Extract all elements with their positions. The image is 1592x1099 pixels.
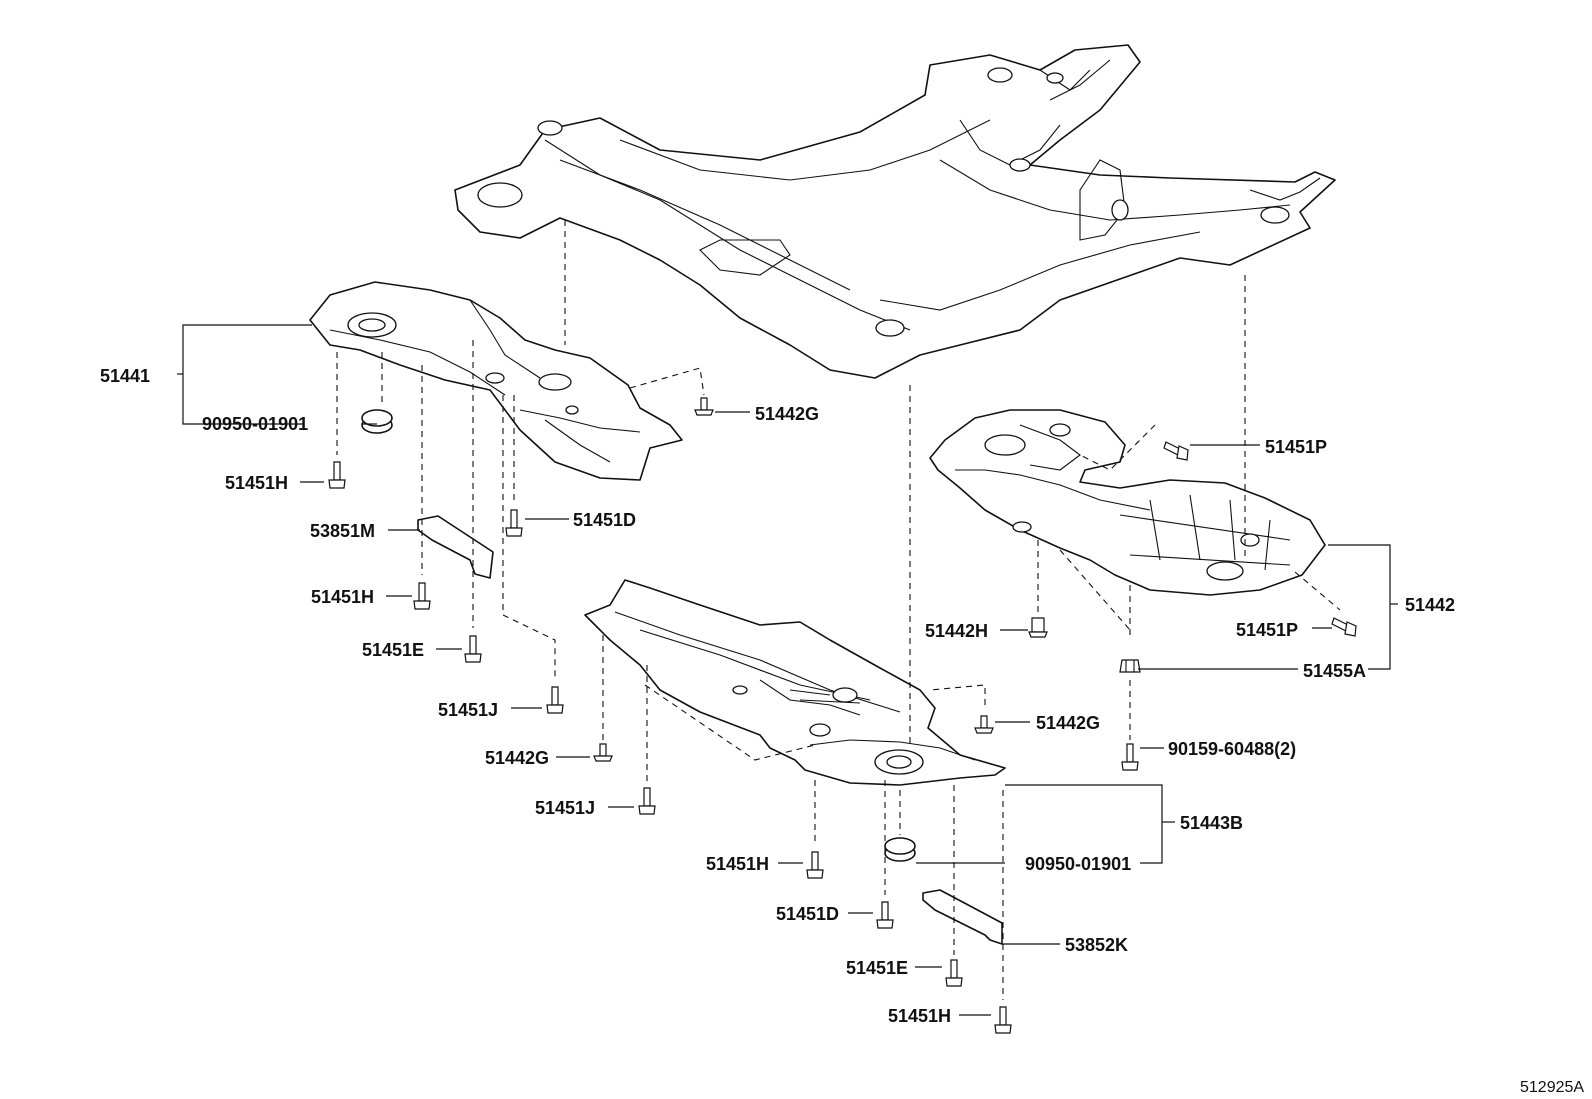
clip-icon [1028,617,1048,638]
callout-51451J-a: 51451J [438,700,498,720]
callout-51451H-a: 51451H [225,473,288,493]
callout-90159-60488: 90159-60488(2) [1168,739,1296,759]
callout-51451J-b: 51451J [535,798,595,818]
callout-90950-01901-b: 90950-01901 [1025,854,1131,874]
grommet-90950-01901-b [884,837,916,862]
clip-icon [593,743,613,762]
bolt-icon [806,851,824,879]
grommet-90950-01901-a [361,409,393,434]
callout-51451H-c: 51451H [706,854,769,874]
callout-51442G-b: 51442G [1036,713,1100,733]
bolt-icon [1331,617,1357,637]
bracket-53852K [922,889,1003,945]
callout-90950-01901-a: 90950-01901 [202,414,308,434]
callout-51451P-a: 51451P [1265,437,1327,457]
callout-51441: 51441 [100,366,150,386]
callout-51451P-b: 51451P [1236,620,1298,640]
clip-icon [974,715,994,734]
alignment-lines [336,220,1341,1000]
engine-under-cover-51443B [584,579,1006,786]
callout-51455A: 51455A [1303,661,1366,681]
callout-51451D-b: 51451D [776,904,839,924]
callout-51451H-d: 51451H [888,1006,951,1026]
clip-icon [694,397,714,416]
bolt-icon [945,959,963,987]
callout-53852K: 53852K [1065,935,1128,955]
callout-51443B: 51443B [1180,813,1243,833]
callout-53851M: 53851M [310,521,375,541]
bolt-icon [464,635,482,663]
bolt-icon [546,686,564,714]
bracket-53851M [417,515,494,579]
bolt-icon [1121,743,1139,771]
bolt-icon [994,1006,1012,1034]
bolt-icon [876,901,894,929]
bolt-icon [328,461,346,489]
callout-51451H-b: 51451H [311,587,374,607]
nut-icon [1119,659,1141,673]
fasteners [328,397,1357,1034]
callout-51442G-c: 51442G [485,748,549,768]
bolt-icon [638,787,656,815]
callout-51442G-a: 51442G [755,404,819,424]
bolt-icon [1163,441,1189,461]
callout-51451E-a: 51451E [362,640,424,660]
callout-51442: 51442 [1405,595,1455,615]
diagram-code: 512925A [1520,1079,1584,1096]
callout-51451E-b: 51451E [846,958,908,978]
callout-labels: 51441 90950-01901 51451H 53851M 51451H 5… [100,366,1455,1026]
bolt-icon [413,582,431,610]
engine-under-cover-51441 [309,281,683,481]
suspension-crossmember [454,44,1336,379]
callout-51451D-a: 51451D [573,510,636,530]
bolt-icon [505,509,523,537]
engine-under-cover-51442 [929,409,1326,596]
callout-51442H: 51442H [925,621,988,641]
leader-lines [177,324,1398,1016]
